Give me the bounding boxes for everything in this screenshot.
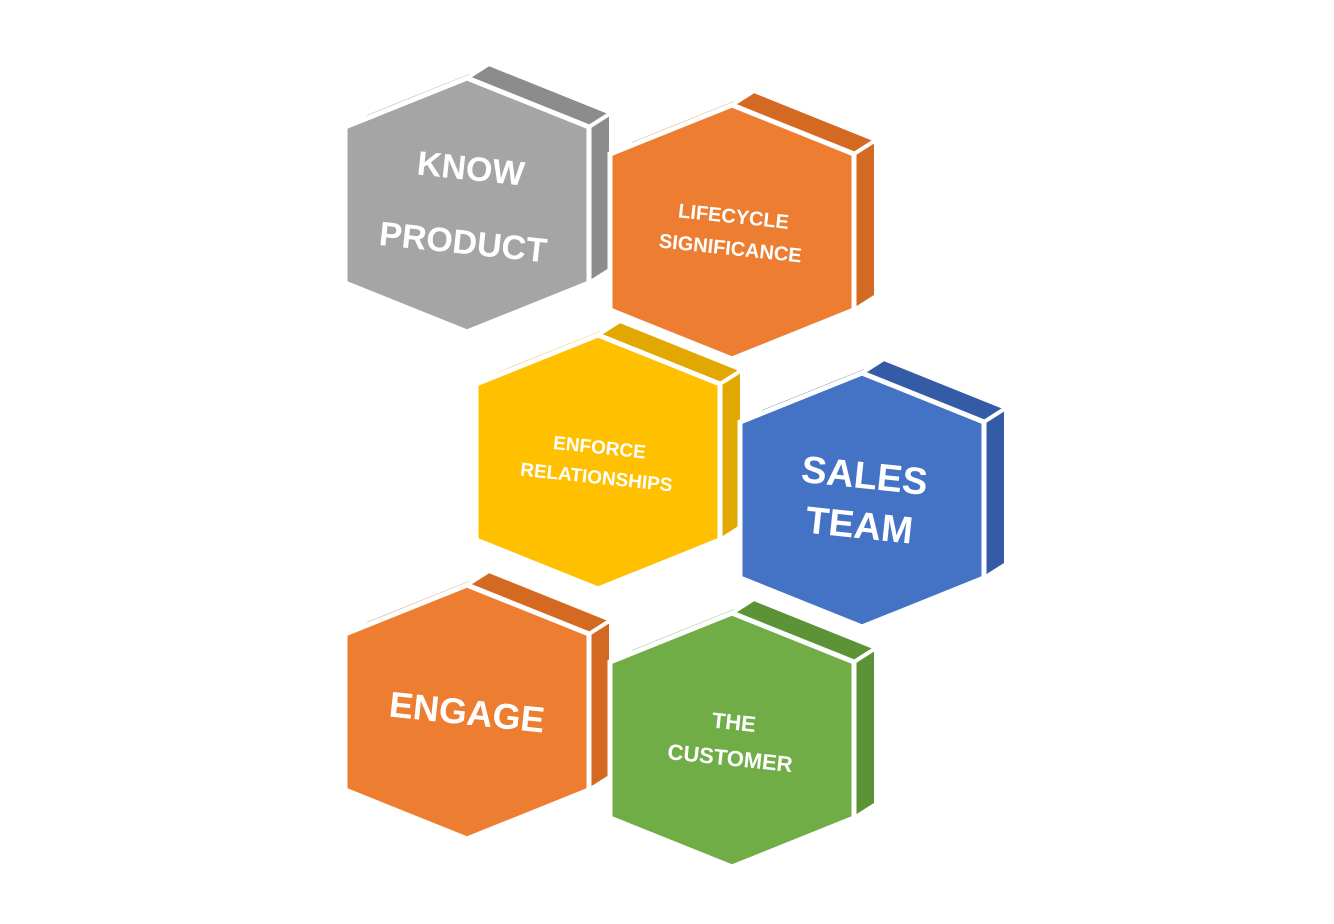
hexagon-face xyxy=(342,582,592,842)
hexagon-bevel xyxy=(852,136,878,314)
hexagon-bevel xyxy=(982,404,1008,582)
hexagon-face xyxy=(473,332,723,592)
hexagon-engage: ENGAGE xyxy=(342,568,616,842)
hexagon-label-line: THE xyxy=(711,708,757,737)
hexagon-face xyxy=(342,75,592,335)
hexagon-bevel xyxy=(852,644,878,822)
hexagon-face xyxy=(607,610,857,870)
hexagon-face xyxy=(607,102,857,362)
hexagon-face xyxy=(737,370,987,630)
